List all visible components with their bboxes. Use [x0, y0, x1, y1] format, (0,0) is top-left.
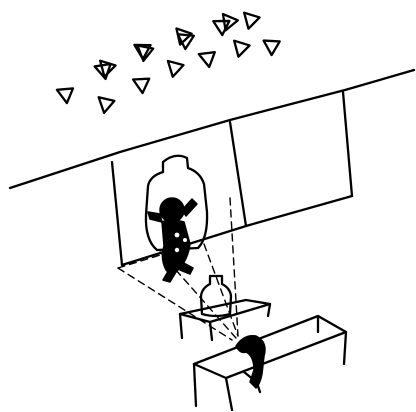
- bird-icon: [199, 50, 218, 68]
- bird-icon: [166, 61, 184, 78]
- shadow-figure: [148, 198, 197, 282]
- bird-icon: [264, 39, 281, 55]
- bird-icon: [178, 34, 195, 50]
- projector-table: [180, 300, 270, 340]
- hand-puppet: [236, 336, 265, 392]
- bird-icon: [57, 86, 76, 104]
- bird-icon: [232, 41, 250, 59]
- small-vase-on-table: [201, 276, 231, 316]
- bird-icon: [133, 77, 151, 95]
- bird-icon: [242, 13, 260, 31]
- bird-icon: [97, 97, 114, 114]
- flock-of-birds: [57, 13, 281, 114]
- presenter-table: [194, 316, 346, 410]
